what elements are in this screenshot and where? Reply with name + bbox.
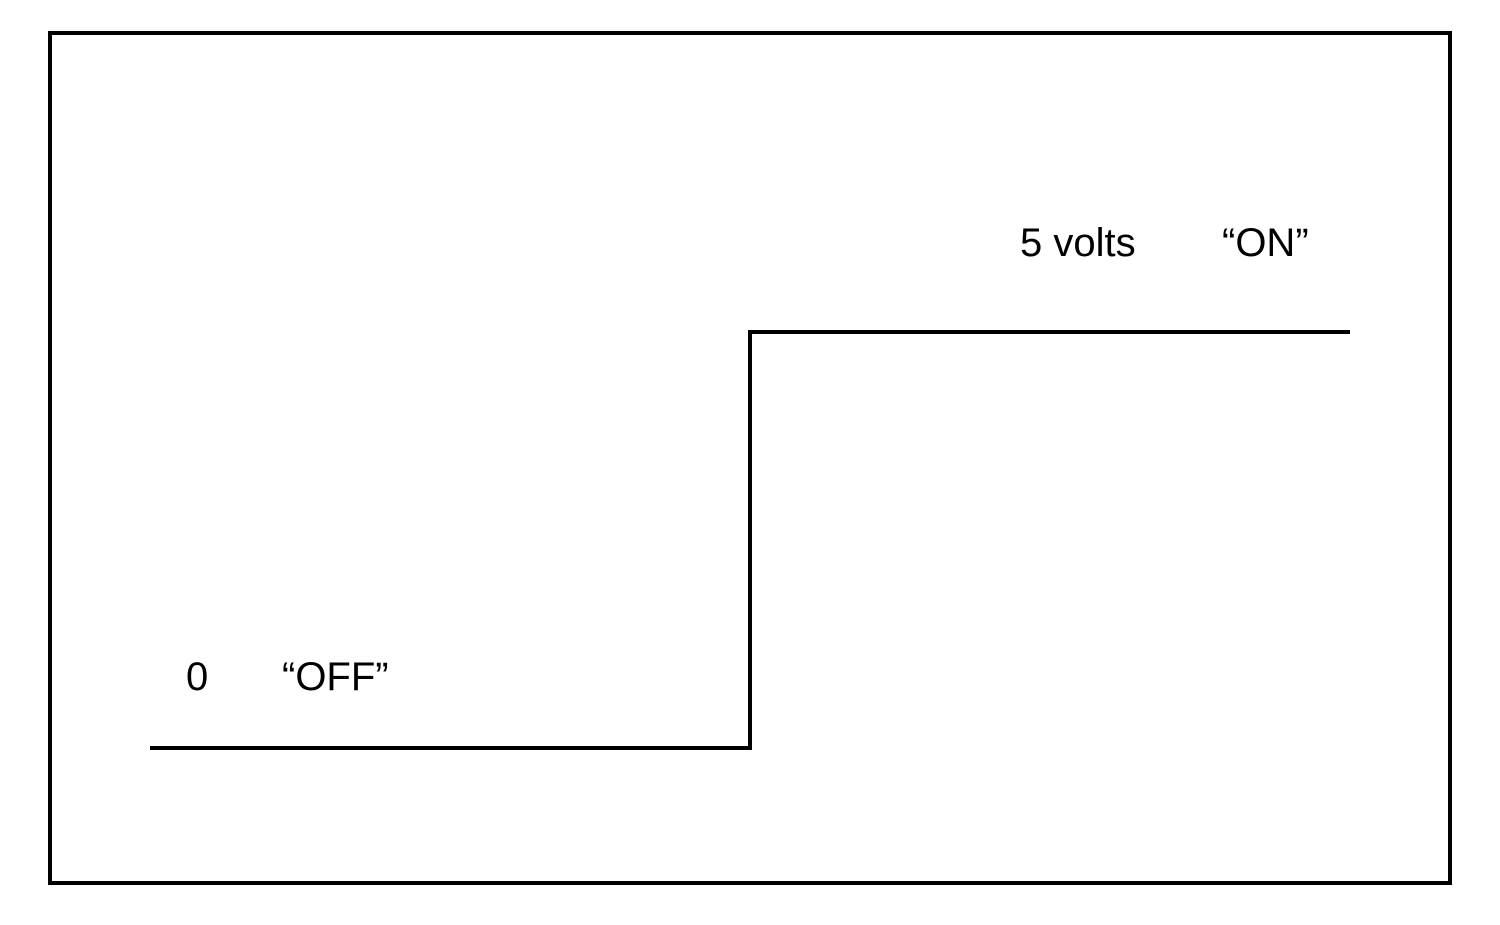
- low-level-value-label: 0: [186, 655, 208, 699]
- diagram-frame: [48, 31, 1452, 885]
- signal-step-waveform: [150, 330, 1350, 750]
- low-level-state-label: “OFF”: [282, 655, 389, 699]
- high-level-value-label: 5 volts: [1020, 221, 1136, 265]
- high-level-state-label: “ON”: [1222, 221, 1309, 265]
